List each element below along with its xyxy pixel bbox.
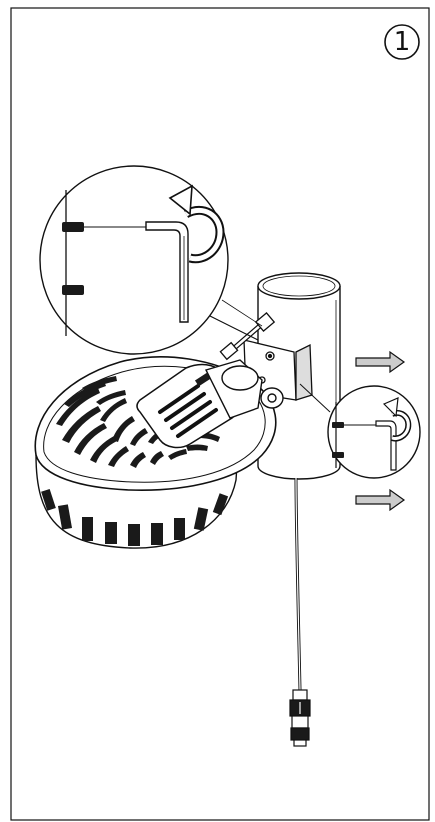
- right-arrow-icon: [355, 488, 406, 512]
- hex-key-icon: [375, 420, 397, 471]
- hex-key-icon: [145, 221, 189, 323]
- rotate-counterclockwise-icon: [382, 397, 412, 442]
- right-arrow-icon: [355, 350, 406, 374]
- connector-plug-icon: [289, 689, 311, 747]
- detail-callout-small: [299, 383, 421, 479]
- lamp-housing: [34, 311, 284, 549]
- rotate-counterclockwise-icon: [168, 184, 225, 264]
- detail-callout-large: [39, 165, 263, 355]
- page-border: [10, 7, 430, 821]
- power-cable: [294, 477, 302, 691]
- step-number: 1: [393, 27, 411, 57]
- step-number-circle: [384, 24, 420, 60]
